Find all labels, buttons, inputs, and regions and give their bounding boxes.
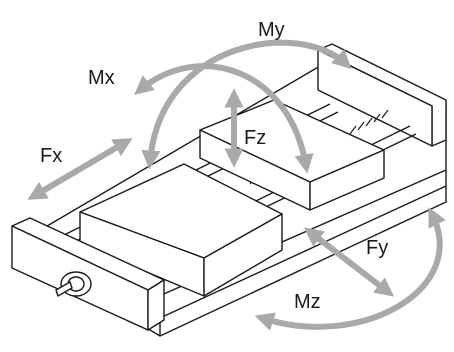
mx-moment-arrow xyxy=(134,63,314,174)
mx-label: Mx xyxy=(88,67,115,89)
mz-moment-arrow xyxy=(254,207,446,331)
linear-stage-drawing xyxy=(11,43,447,337)
fz-label: Fz xyxy=(244,127,266,149)
fy-label: Fy xyxy=(366,237,388,259)
my-label: My xyxy=(258,19,285,41)
mz-label: Mz xyxy=(294,291,321,313)
fx-label: Fx xyxy=(40,145,62,167)
fx-force-arrow xyxy=(27,138,133,200)
rear-carriage-side xyxy=(309,149,385,211)
near-end-block-side xyxy=(147,279,165,331)
load-arrows xyxy=(27,39,446,331)
shaft xyxy=(55,281,73,297)
